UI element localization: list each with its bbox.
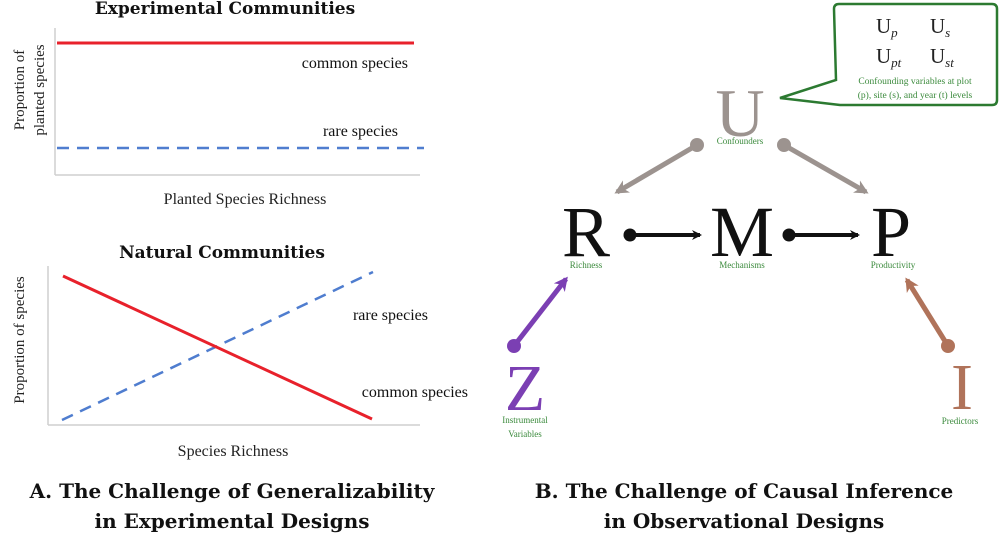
experimental-ylabel-line1: Proportion of — [12, 50, 28, 130]
callout-desc-line2: (p), site (s), and year (t) levels — [858, 90, 973, 101]
node-i-symbol: I — [951, 351, 973, 424]
node-u-label: Confounders — [717, 136, 764, 146]
caption-b-line1: B. The Challenge of Causal Inference — [535, 479, 954, 503]
natural-chart: Natural Communities Proportion of specie… — [12, 243, 468, 460]
natural-ylabel: Proportion of species — [12, 276, 28, 404]
u-s-term: Us — [930, 14, 950, 40]
predictor-arrow-to-productivity — [904, 277, 955, 353]
node-z-symbol: Z — [505, 352, 545, 425]
node-i-label: Predictors — [942, 416, 979, 426]
caption-b-line2: in Observational Designs — [604, 509, 885, 533]
natural-title: Natural Communities — [119, 243, 325, 263]
node-r-symbol: R — [562, 192, 610, 272]
arrow-richness-to-mechanisms — [623, 228, 702, 242]
experimental-chart: Experimental Communities Proportion of p… — [12, 0, 424, 208]
node-z-label-line2: Variables — [508, 429, 542, 439]
confounder-arrow-to-richness — [614, 138, 704, 195]
arrow-mechanisms-to-productivity — [782, 228, 860, 242]
experimental-ylabel-line2: planted species — [32, 44, 48, 135]
experimental-rare-label: rare species — [323, 123, 398, 140]
experimental-title: Experimental Communities — [95, 0, 355, 19]
callout-bubble — [779, 2, 999, 107]
natural-rare-line — [61, 270, 374, 422]
node-p-label: Productivity — [871, 260, 916, 270]
caption-a-line2: in Experimental Designs — [94, 509, 369, 533]
u-p-term: Up — [876, 14, 898, 40]
u-st-term: Ust — [930, 44, 954, 70]
caption-a-line1: A. The Challenge of Generalizability — [29, 479, 436, 503]
natural-rare-label: rare species — [353, 307, 428, 324]
node-r-label: Richness — [570, 260, 603, 270]
causal-dag: Up Us Upt Ust Confounding variables at p… — [502, 2, 999, 439]
experimental-common-label: common species — [302, 55, 408, 72]
confounder-arrow-to-productivity — [777, 138, 869, 195]
instrument-arrow-to-richness — [507, 276, 568, 353]
natural-common-label: common species — [362, 384, 468, 401]
node-m-symbol: M — [710, 192, 774, 272]
node-p-symbol: P — [871, 192, 911, 272]
experimental-xlabel: Planted Species Richness — [164, 191, 327, 208]
natural-common-line — [62, 274, 373, 421]
u-pt-term: Upt — [876, 44, 902, 70]
node-m-label: Mechanisms — [719, 260, 765, 270]
callout-desc-line1: Confounding variables at plot — [858, 76, 972, 87]
node-z-label-line1: Instrumental — [502, 415, 548, 425]
confounder-callout: Up Us Upt Ust Confounding variables at p… — [779, 2, 999, 107]
node-u-symbol: U — [715, 75, 764, 151]
natural-xlabel: Species Richness — [178, 443, 289, 460]
